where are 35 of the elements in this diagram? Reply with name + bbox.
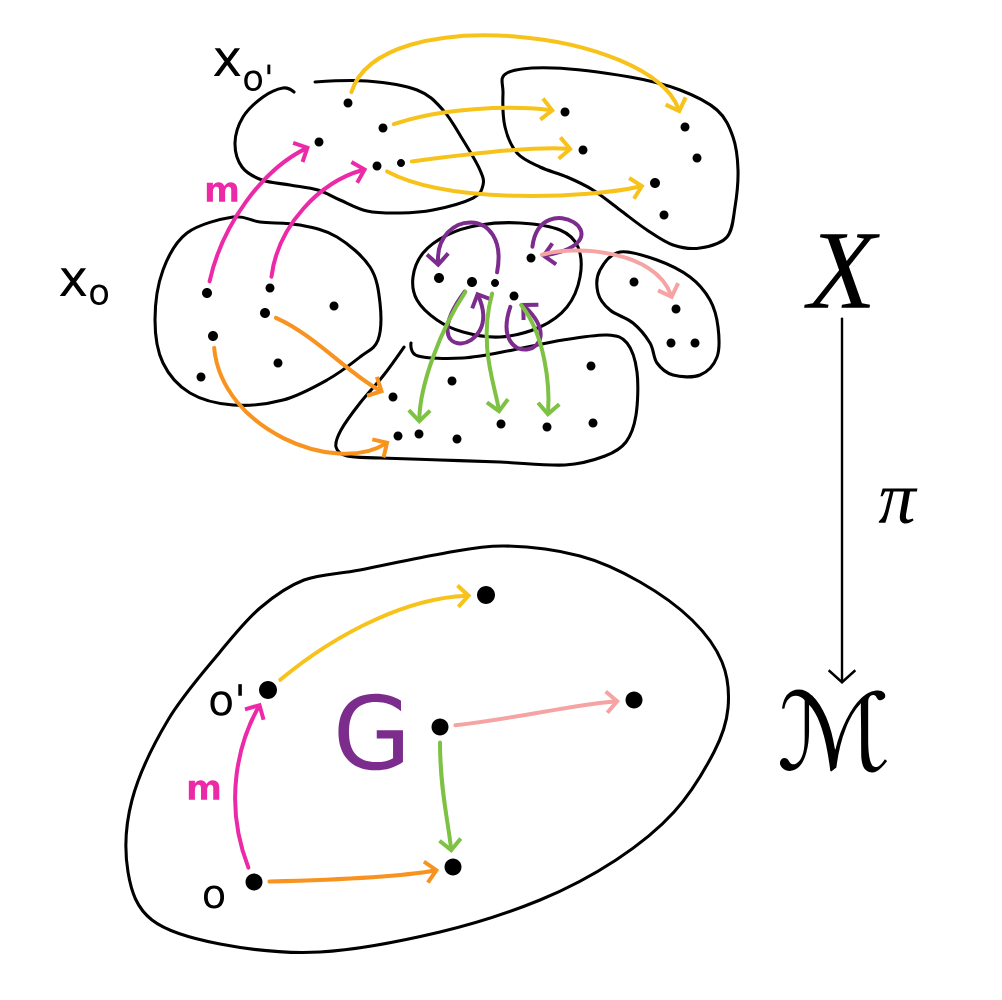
blob-label: x$_{o'}$ (213, 48, 271, 91)
arrow (539, 248, 680, 300)
arrow (519, 302, 561, 417)
arrow (438, 740, 463, 853)
arrow (233, 702, 266, 870)
arrow (425, 220, 501, 275)
arrow (504, 302, 543, 352)
edge-label: m (188, 780, 220, 800)
arrow (409, 136, 573, 164)
edge-label: π (878, 488, 918, 524)
edge-label: m (206, 182, 238, 202)
arrow (530, 216, 584, 266)
arrow (453, 690, 620, 728)
arrow (385, 169, 645, 200)
arrow (407, 289, 468, 424)
arrow (827, 317, 857, 684)
arrow (349, 33, 688, 114)
arrow (273, 315, 384, 398)
arrow (207, 140, 310, 284)
arrow (391, 97, 555, 127)
arrow (267, 860, 440, 884)
arrow (269, 160, 368, 279)
point-label: o' (210, 684, 242, 716)
dot (444, 858, 462, 876)
arrow (278, 584, 472, 682)
blob-label: x$_{o}$ (59, 268, 108, 305)
dot (477, 586, 495, 604)
arrow (484, 291, 510, 415)
math-label: ℳ (779, 689, 888, 773)
arrow (212, 345, 390, 458)
dot (625, 691, 643, 709)
point-label: o (204, 885, 225, 909)
math-label: X (804, 234, 880, 308)
dot (431, 718, 449, 736)
math-label: G (338, 693, 403, 771)
